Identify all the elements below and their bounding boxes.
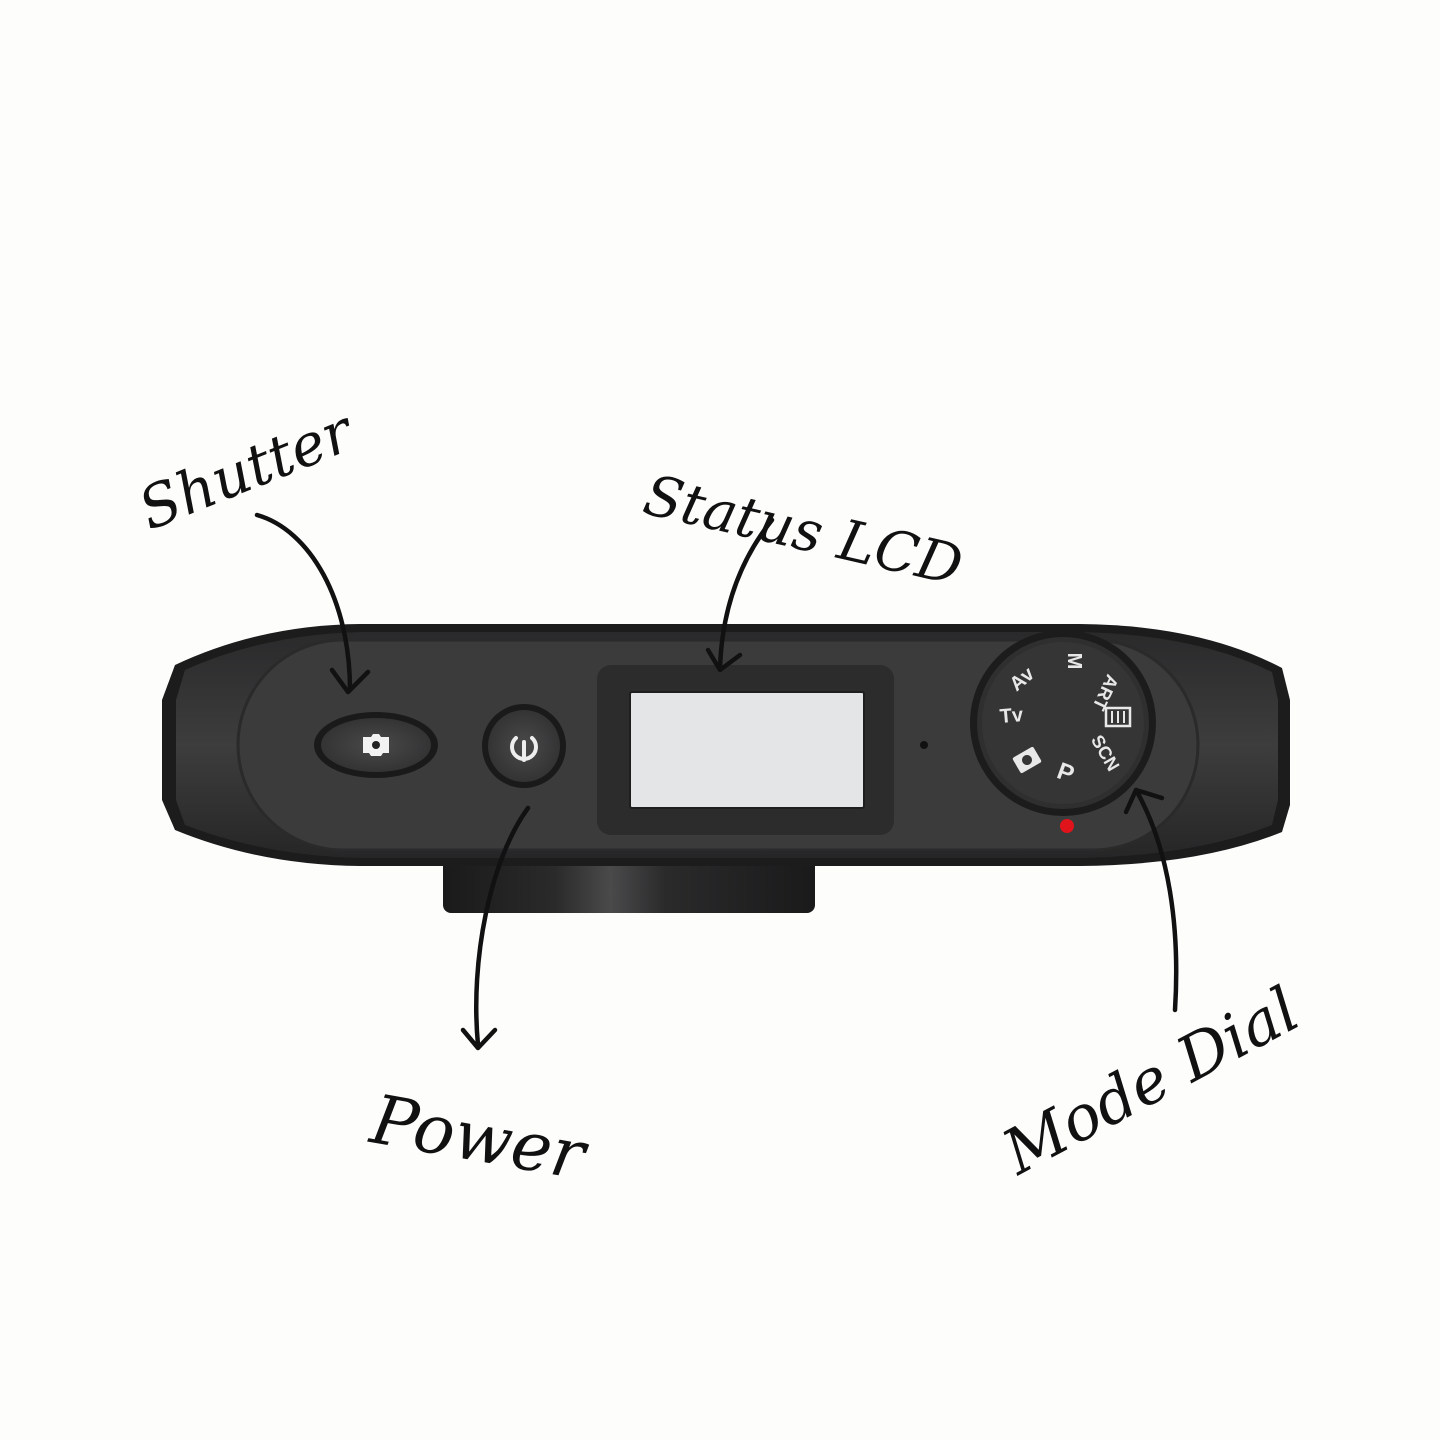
movie-mode-icon [1104,706,1132,728]
camera-icon [363,734,389,756]
shutter-arrow [254,512,371,695]
mode-m: M [1063,653,1085,670]
lens-barrel [443,855,815,913]
indicator-dot [1060,819,1074,833]
power-icon [510,736,538,762]
mode-dial-arrow [1123,787,1179,1013]
mode-tv: Tv [999,704,1025,728]
shutter-button[interactable] [314,712,438,778]
status-lcd [597,665,894,835]
auto-mode-icon [1012,746,1042,774]
power-arrow [460,805,531,1051]
power-button[interactable] [482,704,566,788]
microphone-hole [920,741,928,749]
mode-dial[interactable]: M ART SCN P Tv Av [970,630,1156,816]
status-lcd-arrow [705,517,775,673]
